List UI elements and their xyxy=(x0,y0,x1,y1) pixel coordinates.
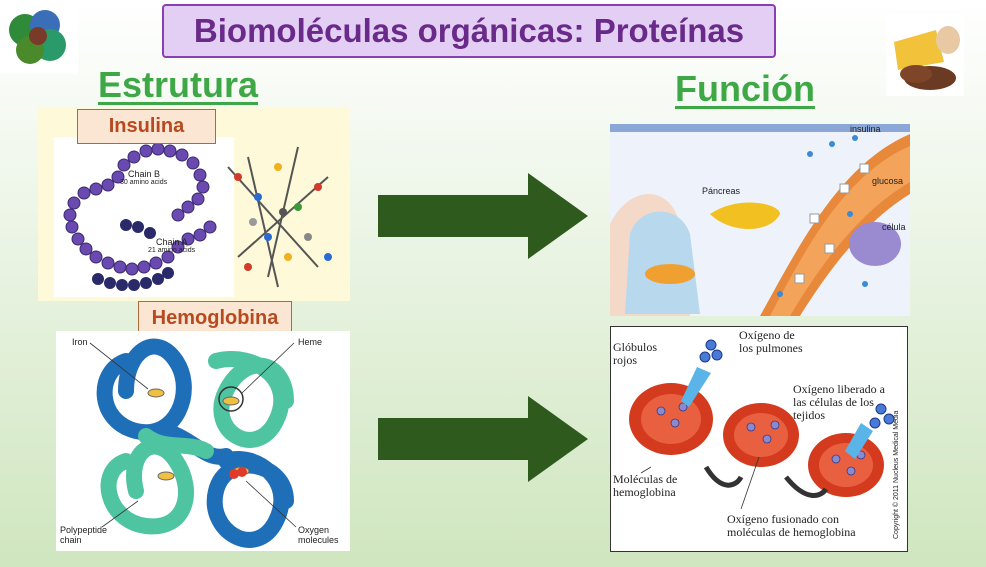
insulin-label: Insulina xyxy=(77,109,216,144)
oxigeno-fusionado-label: Oxígeno fusionado con moléculas de hemog… xyxy=(727,512,856,539)
function-heading: Función xyxy=(675,68,815,109)
hemoglobin-structure-image: Iron Heme Polypeptide chain Oxygen molec… xyxy=(56,331,350,551)
chain-b-count: 30 amino acids xyxy=(120,179,168,186)
oxigeno-liberado-label: Oxígeno liberado a las células de los te… xyxy=(793,382,885,422)
heme-label: Heme xyxy=(298,337,323,347)
hemoglobin-label: Hemoglobina xyxy=(138,301,292,335)
arrow-right-icon xyxy=(378,173,588,259)
iron-label: Iron xyxy=(72,337,88,347)
chain-a-count: 21 amino acids xyxy=(148,247,196,254)
celula-label: célula xyxy=(882,222,906,232)
pancreas-label: Páncreas xyxy=(702,186,741,196)
protein-logo-icon xyxy=(0,0,78,74)
glucosa-label: glucosa xyxy=(872,176,904,186)
chain-b-label: Chain B xyxy=(128,169,161,179)
oxigeno-pulmones-label: Oxígeno de los pulmones xyxy=(739,328,803,355)
arrow-right-icon xyxy=(378,396,588,482)
page-title: Biomoléculas orgánicas: Proteínas xyxy=(162,4,776,58)
globulos-label: Glóbulos rojos xyxy=(613,340,658,367)
moleculas-label: Moléculas de hemoglobina xyxy=(613,472,678,499)
structure-heading: Estrutura xyxy=(98,64,259,105)
insulin-function-image: Páncreas insulina glucosa célula xyxy=(610,124,910,316)
protein-food-icon xyxy=(886,14,964,96)
polypeptide-label: Polypeptide chain xyxy=(60,525,108,545)
oxygen-molecules-label: Oxygen molecules xyxy=(298,525,339,545)
insulina-label: insulina xyxy=(850,124,881,134)
copyright-label: Copyright © 2011 Nucleus Medical Media xyxy=(893,410,900,539)
hemoglobin-function-image: Glóbulos rojos Oxígeno de los pulmones O… xyxy=(610,326,908,552)
chain-a-label: Chain A xyxy=(156,237,188,247)
